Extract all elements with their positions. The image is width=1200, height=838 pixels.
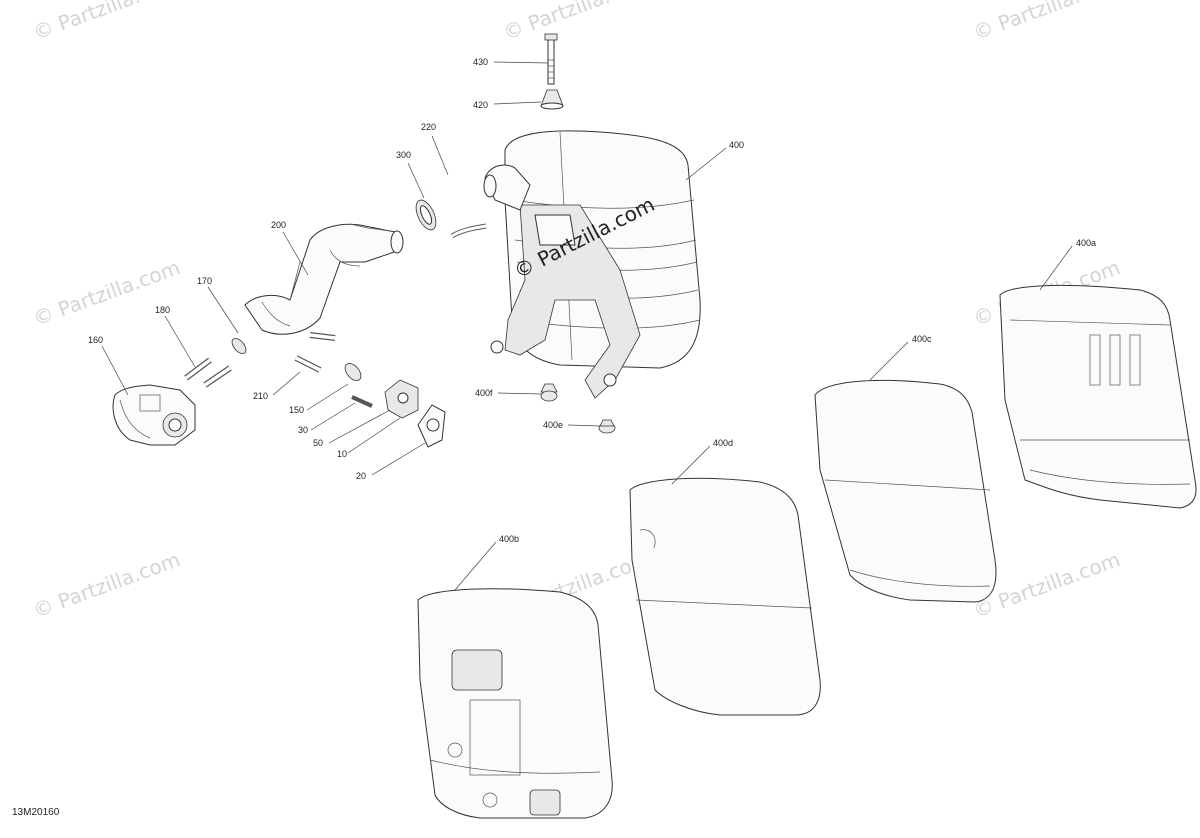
callout-label: 210	[253, 391, 268, 401]
callout-label: 50	[313, 438, 323, 448]
callout-label: 180	[155, 305, 170, 315]
heat-shield-part[interactable]	[814, 379, 997, 603]
callout-label: 300	[396, 150, 411, 160]
heat-shield-part[interactable]	[629, 477, 821, 716]
flange-part[interactable]	[384, 379, 419, 419]
exhaust-pipe-part[interactable]	[244, 223, 404, 335]
callout-label: 400	[729, 140, 744, 150]
callout-label: 400c	[912, 334, 932, 344]
callout-label: 200	[271, 220, 286, 230]
stud-bolt-part[interactable]	[351, 395, 373, 408]
exhaust-manifold-part[interactable]	[112, 384, 196, 446]
spring-part[interactable]	[294, 332, 336, 373]
muffler-assembly[interactable]	[483, 130, 701, 399]
grommet-part[interactable]	[540, 89, 564, 110]
callout-label: 170	[197, 276, 212, 286]
callout-labels: 430 420 220 300 400 200 170 180 160 210 …	[88, 57, 1096, 544]
callout-label: 220	[421, 122, 436, 132]
heat-shield-part[interactable]	[999, 284, 1197, 509]
callout-label: 420	[473, 100, 488, 110]
spring-part[interactable]	[184, 357, 232, 388]
spring-part[interactable]	[429, 174, 487, 239]
seal-ring-part[interactable]	[229, 336, 248, 356]
callout-label: 20	[356, 471, 366, 481]
callout-label: 30	[298, 425, 308, 435]
seal-ring-part[interactable]	[342, 360, 364, 383]
bolt-part[interactable]	[544, 33, 558, 85]
gasket-ring-part[interactable]	[412, 197, 440, 233]
heat-shield-part[interactable]	[417, 588, 613, 819]
callout-label: 10	[337, 449, 347, 459]
callout-label: 400b	[499, 534, 519, 544]
callout-label: 400a	[1076, 238, 1096, 248]
callout-label: 160	[88, 335, 103, 345]
rubber-foot-part[interactable]	[598, 419, 616, 434]
callout-label: 400d	[713, 438, 733, 448]
figure-id: 13M20160	[12, 807, 60, 818]
callout-label: 430	[473, 57, 488, 67]
rubber-foot-part[interactable]	[540, 383, 558, 402]
gasket-part[interactable]	[417, 404, 446, 448]
callout-label: 150	[289, 405, 304, 415]
callout-label: 400e	[543, 420, 563, 430]
callout-label: 400f	[475, 388, 493, 398]
leader-lines	[101, 61, 1073, 591]
